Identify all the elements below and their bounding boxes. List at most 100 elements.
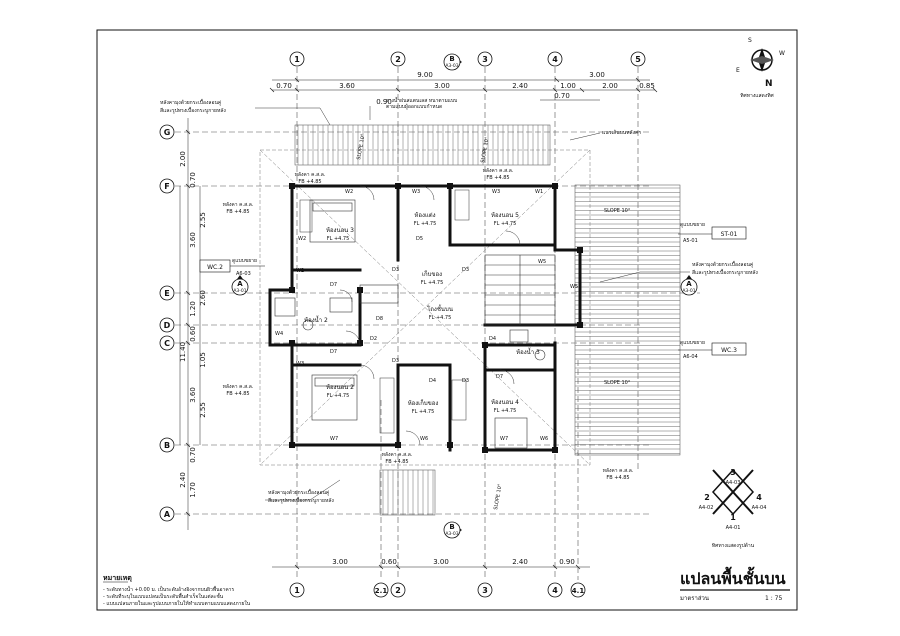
grid-label-F: F xyxy=(164,182,169,191)
dim-top-0-70: 0.70 xyxy=(276,82,292,90)
slope-label-bottom: SLOPE 10° xyxy=(493,483,504,510)
compass-n: N xyxy=(765,79,773,89)
dim-bottom-3-00a: 3.00 xyxy=(332,558,348,566)
slope-labels: SLOPE 10° SLOPE 10° SLOPE 10° SLOPE 10° … xyxy=(356,133,631,510)
wc2-label: WC.2 xyxy=(207,264,223,271)
svg-text:W7: W7 xyxy=(500,436,508,442)
dim-bottom-2-40: 2.40 xyxy=(512,558,528,566)
wc-fixtures xyxy=(274,297,546,361)
room-label-bedroom-2: ห้องนอน 2 xyxy=(326,384,354,391)
roof-hatch-top xyxy=(294,124,551,166)
wc2-ref: ดูแบบขยาย xyxy=(232,258,257,264)
closets xyxy=(299,189,470,434)
svg-text:D3: D3 xyxy=(392,267,399,273)
grid-label-B: B xyxy=(164,441,170,450)
grid-bubbles-bottom: 1 2.1 2 3 4 4.1 xyxy=(289,582,586,598)
roof-hatch-bottom xyxy=(379,469,436,516)
room-level-store: FL +4.75 xyxy=(421,280,444,286)
svg-text:D3: D3 xyxy=(392,358,399,364)
section-top-ref: A3-03 xyxy=(445,63,458,69)
grid-label-top-2: 2 xyxy=(395,55,401,64)
compass-s: S xyxy=(748,37,752,44)
room-level-bedroom-4: FL +4.75 xyxy=(494,408,517,414)
room-level-bedroom-3: FL +4.75 xyxy=(327,236,350,242)
bed-bedroom-4 xyxy=(494,417,528,449)
callout-roof-right-line2: สีและรูปทรงเบื้องกระบูกายหลัง xyxy=(692,267,758,276)
grid-bubbles-left: G F E D C B A xyxy=(159,124,175,522)
room-label-wardrobe: ห้องแต่ง xyxy=(414,212,435,219)
dim-top-0-90: 0.90 xyxy=(376,98,392,106)
st01-ref: ดูแบบขยาย xyxy=(680,222,705,228)
dim-left-0-60: 0.60 xyxy=(189,326,197,342)
wc3-sheet: A6-04 xyxy=(683,354,698,360)
roof-slab-level-4: FB +4.85 xyxy=(385,459,408,465)
grid-label-top-4: 4 xyxy=(552,55,558,64)
svg-text:W5: W5 xyxy=(570,284,578,290)
svg-text:D3: D3 xyxy=(462,267,469,273)
dim-left-0-70b: 0.70 xyxy=(189,447,197,463)
grid-label-bottom-4: 4 xyxy=(552,586,558,595)
roof-outline xyxy=(259,149,591,466)
svg-text:D7: D7 xyxy=(496,374,503,380)
roof-hatch-lines xyxy=(297,125,680,515)
roof-slab-label-5: หลังคา ค.ส.ล. xyxy=(603,468,634,474)
key-view-3: 3 xyxy=(730,468,736,477)
dims-left: 2.00 0.70 3.60 1.20 0.60 11.40 1.05 3.60… xyxy=(179,151,207,498)
room-label-wc3: ห้องน้ำ 3 xyxy=(516,346,540,356)
dim-left-2-00: 2.00 xyxy=(179,151,187,167)
dim-bottom-0-90: 0.90 xyxy=(559,558,575,566)
section-left-letter: A xyxy=(237,280,243,288)
grid-label-top-1: 1 xyxy=(294,55,300,64)
roof-slab-level-3: FB +4.85 xyxy=(486,175,509,181)
section-bottom-letter: B xyxy=(449,523,454,531)
grid-label-C: C xyxy=(164,339,170,348)
detail-tag-wc2: ดูแบบขยาย A6-03 WC.2 xyxy=(199,258,265,277)
callout-roof-top-line2: สีและรูปทรงเบื้องกระบูกายหลัง xyxy=(160,105,226,114)
svg-text:W4: W4 xyxy=(275,331,283,337)
dim-left-1-20: 1.20 xyxy=(189,301,197,317)
wc3-ref: ดูแบบขยาย xyxy=(680,340,705,346)
compass-caption: ทิศทางแสดงทิศ xyxy=(740,92,774,99)
section-right-ref: A3-01 xyxy=(682,288,695,294)
svg-text:W6: W6 xyxy=(540,436,548,442)
section-right-letter: A xyxy=(686,280,692,288)
grid-label-bottom-4-1: 4.1 xyxy=(572,587,585,595)
dim-left-2-40: 2.40 xyxy=(179,472,187,488)
callout-gutter: แนวเส้นบนหลังคา xyxy=(602,129,641,136)
wc2-sheet: A6-03 xyxy=(236,271,251,277)
callout-roof-bottom-line1: หลังคามุงด้วยกระเบื้องลอนคู่ xyxy=(268,487,329,496)
wc3-label: WC.3 xyxy=(721,347,737,354)
scale-value: 1 : 75 xyxy=(765,595,782,602)
dim-top-3-60: 3.60 xyxy=(339,82,355,90)
svg-text:W1: W1 xyxy=(535,189,543,195)
roof-slab-level-1: FB +4.85 xyxy=(226,209,249,215)
dim-bottom-0-60: 0.60 xyxy=(381,558,397,566)
slope-label-top-2: SLOPE 10° xyxy=(480,136,491,163)
dim-left-3-60a: 3.60 xyxy=(189,232,197,248)
key-view-2: 2 xyxy=(704,493,710,502)
svg-text:W5: W5 xyxy=(538,259,546,265)
dimension-lines xyxy=(179,79,655,568)
dim-left-1-70: 1.70 xyxy=(189,482,197,498)
roof-slab-label-6: หลังคา ค.ส.ล. xyxy=(295,172,326,178)
scale-label: มาตราส่วน xyxy=(680,595,709,602)
compass-w: W xyxy=(779,50,785,57)
dim-top-1-00: 1.00 xyxy=(560,82,576,90)
svg-text:D4: D4 xyxy=(429,378,436,384)
dim-left-2-55b: 2.55 xyxy=(199,402,207,418)
room-label-bedroom-5: ห้องนอน 5 xyxy=(491,212,519,219)
key-ref-3: A4-03 xyxy=(726,480,741,486)
section-marker-bottom: B A3-03 xyxy=(443,521,462,539)
callout-roof-bottom-line2: สีและรูปทรงเบื้องกระบูกายหลัง xyxy=(268,495,334,504)
dim-left-1-05: 1.05 xyxy=(199,352,207,368)
compass-e: E xyxy=(736,67,740,74)
svg-text:D7: D7 xyxy=(330,282,337,288)
grid-lines xyxy=(175,67,700,580)
room-level-wardrobe: FL +4.75 xyxy=(414,221,437,227)
svg-text:D5: D5 xyxy=(416,236,423,242)
grid-bubbles-top: 1 2 3 4 5 xyxy=(289,51,646,67)
section-left-ref: A3-01 xyxy=(233,288,246,294)
roof-slab-label-2: หลังคา ค.ส.ล. xyxy=(223,384,254,390)
opening-tags: W2 W3 W3 W1 W2 W5 W5 D7 D7 D3 D3 D3 D3 D… xyxy=(275,189,578,442)
section-marker-left: A A3-01 xyxy=(231,275,249,296)
